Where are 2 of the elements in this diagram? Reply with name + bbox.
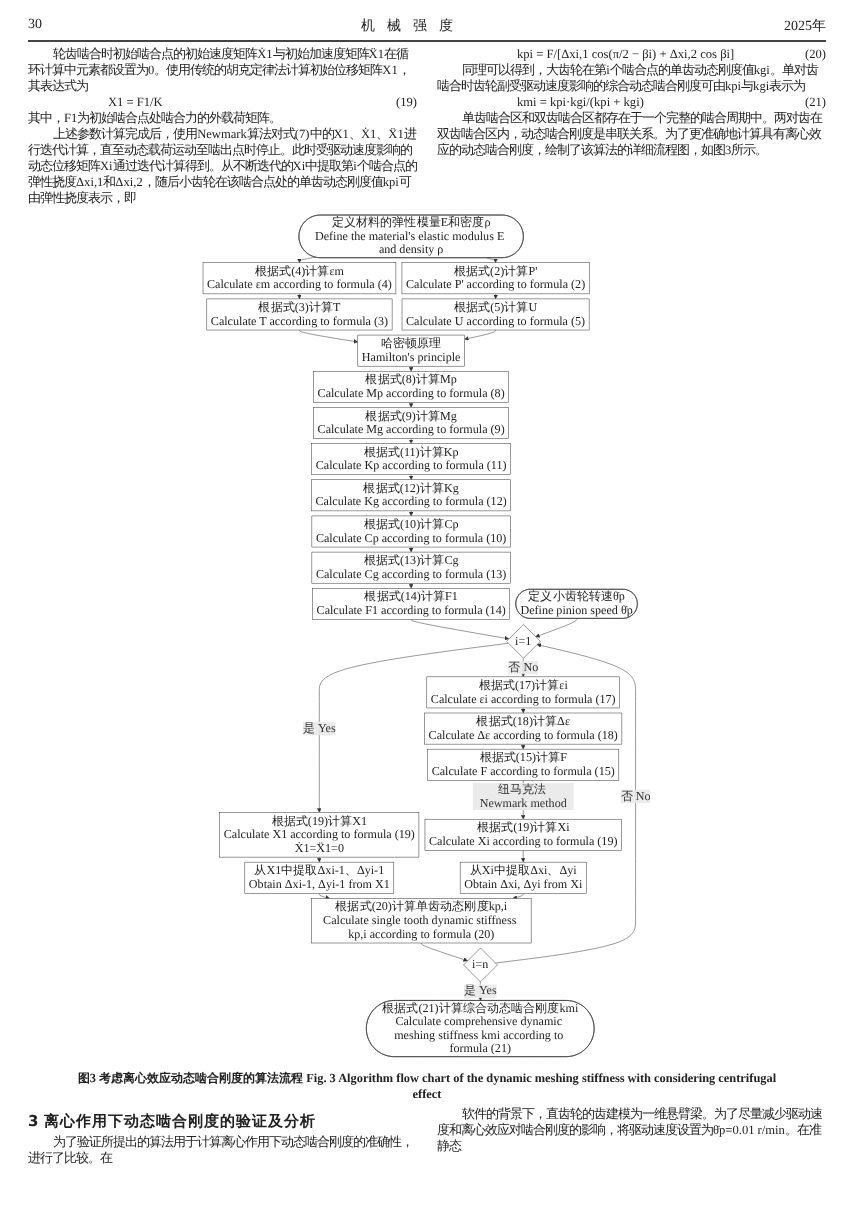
arrow: [409, 511, 414, 518]
arrow: [409, 547, 414, 554]
